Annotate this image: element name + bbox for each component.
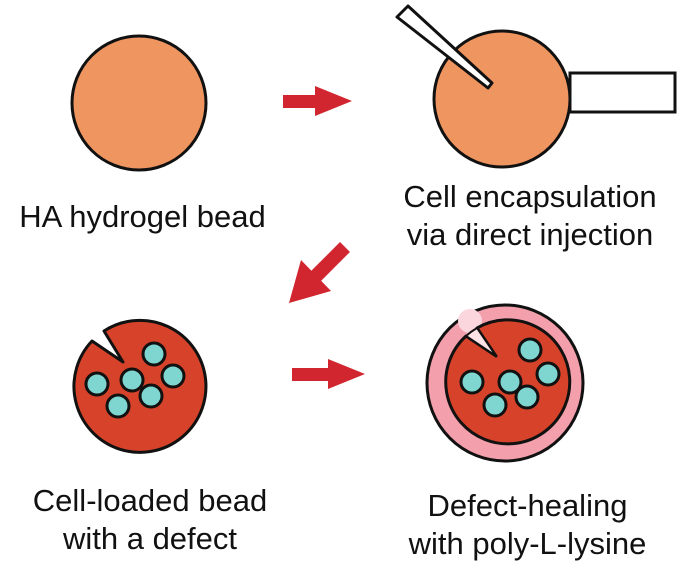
step-label-defect-healing: Defect-healing with poly-L-lysine	[370, 487, 685, 563]
cell	[497, 369, 523, 395]
cell-loaded-bead	[72, 318, 208, 454]
syringe-barrel	[568, 71, 677, 114]
cell	[105, 393, 131, 419]
cell	[119, 367, 145, 393]
label-line: Defect-healing	[427, 488, 628, 523]
cell	[84, 371, 110, 397]
injection-setup	[395, 4, 677, 169]
cell	[482, 392, 508, 418]
step-label-cell-loaded-bead: Cell-loaded bead with a defect	[0, 482, 300, 558]
label-line: Cell encapsulation	[403, 179, 657, 214]
step-label-cell-encapsulation: Cell encapsulation via direct injection	[375, 178, 685, 254]
arrow-diagonal	[289, 242, 350, 303]
cell	[138, 383, 164, 409]
healed-bead	[425, 303, 585, 463]
label-line: Cell-loaded bead	[32, 483, 268, 518]
step-label-hydrogel-bead: HA hydrogel bead	[0, 198, 285, 236]
label-line: via direct injection	[406, 217, 654, 252]
cell	[517, 337, 543, 363]
hydrogel-bead	[70, 34, 208, 172]
arrow-right-2	[292, 359, 365, 389]
cell	[141, 341, 167, 367]
cell	[459, 369, 485, 395]
cell	[535, 361, 561, 387]
cell	[514, 384, 540, 410]
injection-needle	[395, 4, 494, 90]
arrow-right-1	[283, 86, 352, 116]
healed-defect-fill	[464, 326, 497, 357]
label-line: with poly-L-lysine	[408, 526, 647, 561]
label-line: with a defect	[62, 521, 238, 556]
cell	[160, 363, 186, 389]
label-line: HA hydrogel bead	[19, 199, 266, 234]
